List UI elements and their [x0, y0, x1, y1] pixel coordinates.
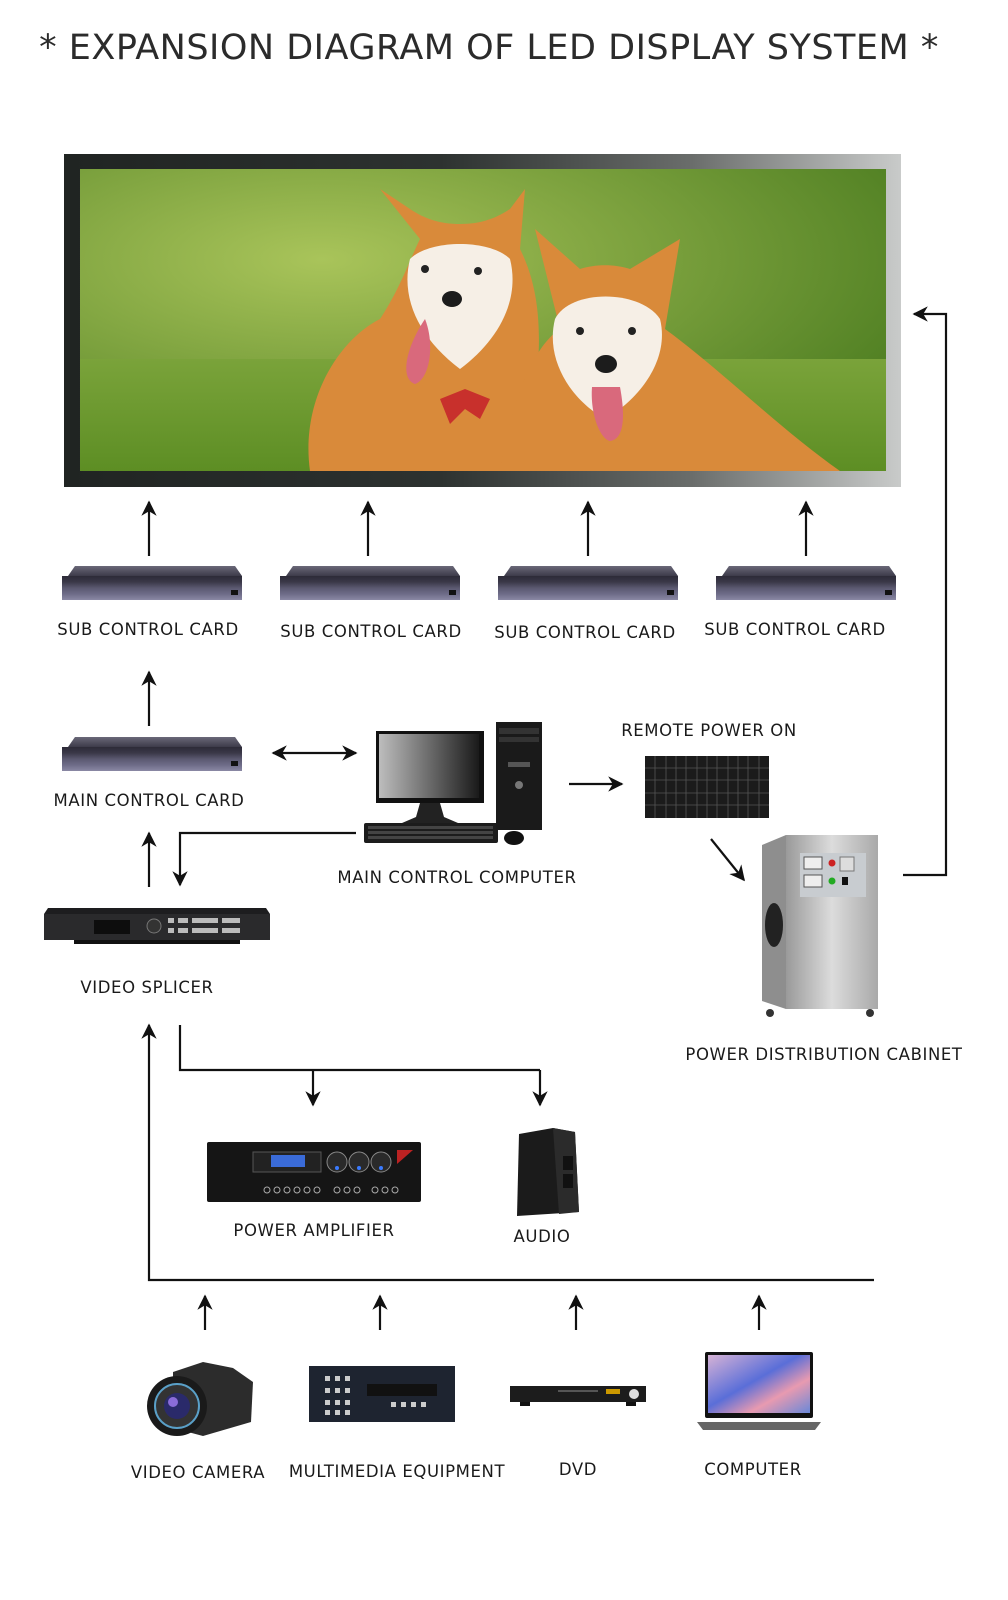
audio-label: AUDIO [513, 1227, 571, 1246]
video-splicer-icon [44, 904, 270, 950]
amplifier-icon [207, 1142, 421, 1202]
diagram-title: * EXPANSION DIAGRAM OF LED DISPLAY SYSTE… [39, 28, 939, 68]
video-splicer-label: VIDEO SPLICER [80, 978, 214, 997]
power-amplifier-label: POWER AMPLIFIER [233, 1221, 395, 1240]
speaker-icon [513, 1126, 581, 1218]
control-card-icon [280, 566, 460, 600]
sub-control-card-label-4: SUB CONTROL CARD [704, 620, 886, 639]
control-card-icon [716, 566, 896, 600]
multimedia-equipment-label: MULTIMEDIA EQUIPMENT [288, 1462, 506, 1481]
main-control-computer-label: MAIN CONTROL COMPUTER [337, 868, 577, 887]
arrow-sources-to-splicer [141, 1023, 874, 1282]
dog-right [500, 229, 840, 471]
desktop-computer-icon [362, 720, 547, 850]
arrow-cabinet-to-screen [903, 306, 948, 877]
camera-icon [143, 1358, 255, 1440]
arrow-computer-to-splicer [172, 831, 356, 887]
sub-control-card-label-3: SUB CONTROL CARD [494, 623, 676, 642]
dog-left [308, 189, 539, 471]
dvd-label: DVD [558, 1460, 598, 1479]
power-distribution-cabinet-label: POWER DISTRIBUTION CABINET [685, 1045, 963, 1064]
main-control-card-label: MAIN CONTROL CARD [53, 791, 245, 810]
solar-panel-icon [645, 756, 769, 818]
control-card-icon [498, 566, 678, 600]
mixer-icon [307, 1366, 457, 1426]
control-card-icon [62, 566, 242, 600]
sub-control-card-label-2: SUB CONTROL CARD [280, 622, 462, 641]
laptop-icon [697, 1352, 821, 1434]
line-splicer-audio-bus [178, 1025, 540, 1072]
video-camera-label: VIDEO CAMERA [130, 1463, 266, 1482]
sub-control-card-label-1: SUB CONTROL CARD [57, 620, 239, 639]
computer-label: COMPUTER [704, 1460, 802, 1479]
remote-power-on-label: REMOTE POWER ON [621, 721, 797, 740]
led-screen-icon [80, 169, 886, 471]
power-cabinet-icon [760, 833, 880, 1021]
arrow-power-to-cabinet [710, 838, 745, 882]
control-card-icon [62, 737, 242, 771]
dvd-player-icon [510, 1384, 646, 1410]
